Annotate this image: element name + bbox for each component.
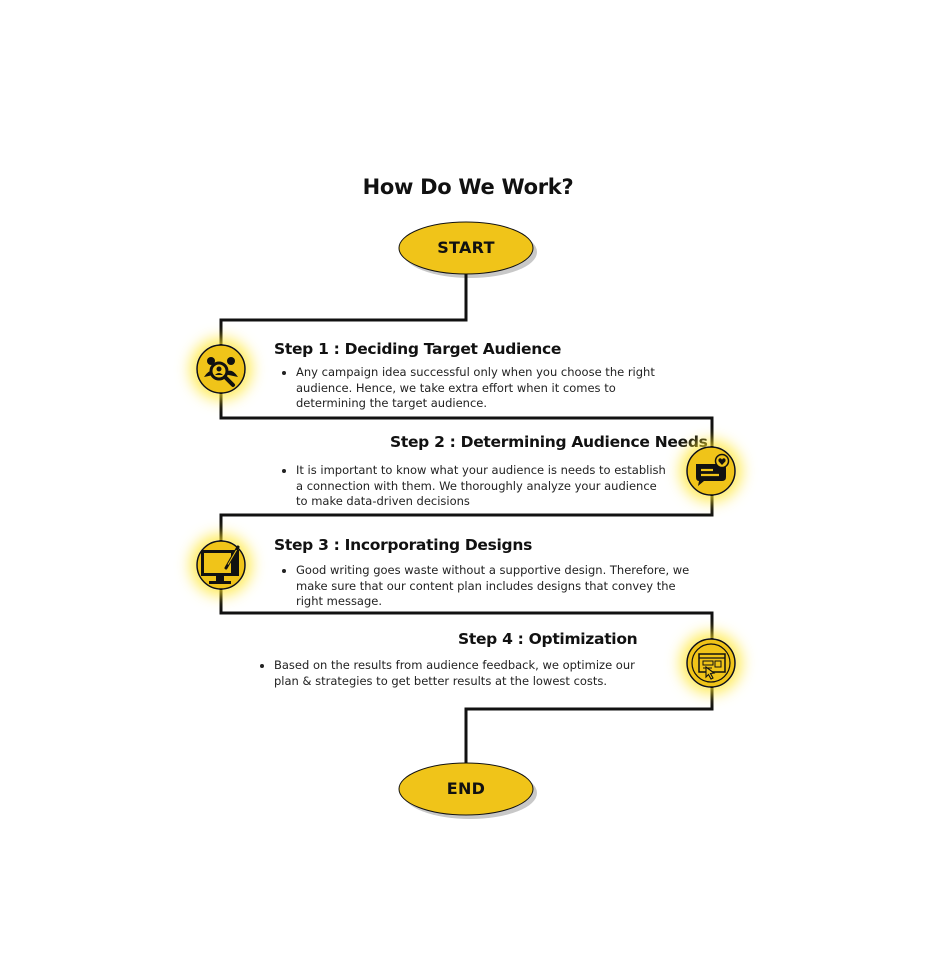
step-4-icon-container xyxy=(686,638,736,688)
step-1-description: Any campaign idea successful only when y… xyxy=(274,365,689,412)
page-title: How Do We Work? xyxy=(362,175,574,199)
step-3-bullet: Good writing goes waste without a suppor… xyxy=(296,563,699,610)
step-3-icon-container xyxy=(196,540,246,590)
audience-search-icon xyxy=(196,344,246,394)
browser-cursor-icon xyxy=(686,638,736,688)
step-1-bullet: Any campaign idea successful only when y… xyxy=(296,365,689,412)
step-3-title: Step 3 : Incorporating Designs xyxy=(274,536,533,554)
step-1-icon-container xyxy=(196,344,246,394)
step-4-title: Step 4 : Optimization xyxy=(458,630,638,648)
flow-path xyxy=(219,274,714,768)
start-oval xyxy=(398,221,534,275)
step-2-description: It is important to know what your audien… xyxy=(274,463,669,510)
step-4-bullet: Based on the results from audience feedb… xyxy=(274,658,652,689)
step-4-description: Based on the results from audience feedb… xyxy=(252,658,652,689)
step-2-icon-container xyxy=(686,446,736,496)
start-label: START xyxy=(437,238,495,257)
step-2-title: Step 2 : Determining Audience Needs xyxy=(390,433,708,451)
step-1-title: Step 1 : Deciding Target Audience xyxy=(274,340,562,358)
step-2-bullet: It is important to know what your audien… xyxy=(296,463,669,510)
step-3-description: Good writing goes waste without a suppor… xyxy=(274,563,699,610)
monitor-pen-icon xyxy=(196,540,246,590)
chat-heart-icon xyxy=(686,446,736,496)
end-label: END xyxy=(446,779,486,798)
end-oval xyxy=(398,762,534,816)
